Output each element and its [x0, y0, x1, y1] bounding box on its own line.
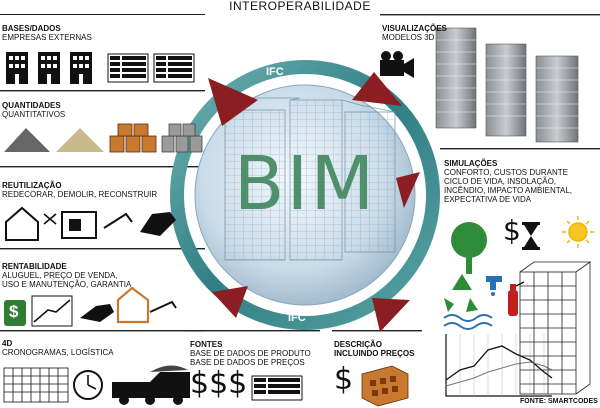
reuse-icons: [5, 206, 176, 241]
sun-icon: [562, 216, 594, 248]
calendar-grid-icon: [3, 367, 69, 403]
fontes-heading: FONTES: [190, 340, 223, 349]
building-icons: [6, 52, 92, 84]
brick-icon: [361, 365, 409, 407]
dump-truck-icon: [112, 365, 190, 405]
quantidades-heading: QUANTIDADES: [2, 101, 61, 110]
clock-icon: [73, 370, 103, 400]
lifecycle-chart: [445, 334, 553, 397]
descricao-heading-2: INCLUINDO PREÇOS: [334, 349, 415, 358]
bases-heading: BASES/DADOS: [2, 24, 61, 33]
video-camera-icon: [380, 51, 414, 78]
money-bag-dollar: $: [9, 302, 19, 321]
reutilizacao-sub: REDECORAR, DEMOLIR, RECONSTRUIR: [2, 190, 158, 199]
wireframe-buildings: [224, 97, 396, 261]
profit-icons: [4, 286, 177, 327]
cycle-arrows: [208, 72, 420, 332]
bim-globe: [170, 60, 440, 330]
4d-heading: 4D: [2, 339, 13, 348]
tree-icon: [451, 222, 487, 274]
fire-extinguisher-icon: [508, 281, 525, 316]
water-tap-icon: [486, 276, 502, 296]
descricao-heading-1: DESCRIÇÃO: [334, 340, 383, 349]
bim-label: BIM: [233, 141, 377, 227]
data-table-icons: [107, 53, 195, 83]
fontes-sub-2: BASE DE DADOS DE PREÇOS: [190, 358, 305, 367]
block-stack-icon: [161, 123, 203, 153]
bases-sub: EMPRESAS EXTERNAS: [2, 33, 92, 42]
rentabilidade-heading: RENTABILIDADE: [2, 262, 67, 271]
price-dollars: $$$: [190, 366, 248, 401]
brick-stack-icon: [109, 123, 157, 153]
reutilizacao-heading: REUTILIZAÇÃO: [2, 181, 62, 190]
simulation-icons: [443, 216, 594, 330]
fontes-sub-1: BASE DE DADOS DE PRODUTO: [190, 349, 311, 358]
descricao-dollar: $: [334, 362, 354, 397]
simulacoes-line-1: CONFORTO, CUSTOS DURANTE: [444, 168, 569, 177]
water-waves-icon: [443, 314, 493, 330]
simulacoes-heading: SIMULAÇÕES: [444, 159, 498, 168]
material-pile-icons: [4, 123, 203, 153]
simulacoes-line-4: EXPECTATIVA DE VIDA: [444, 195, 532, 204]
ifc-label-top: IFC: [266, 66, 284, 78]
title-rule-left: [0, 14, 205, 16]
ifc-label-bottom: IFC: [288, 312, 306, 324]
rentabilidade-sub-1: ALUGUEL, PREÇO DE VENDA,: [2, 271, 118, 280]
schedule-icons: [3, 365, 190, 405]
rentabilidade-sub-2: USO E MANUTENÇÃO, GARANTIA: [2, 280, 132, 289]
quantidades-sub: QUANTITATIVOS: [2, 110, 66, 119]
visualizacoes-heading: VISUALIZAÇÕES: [382, 24, 447, 33]
price-table-icon: [251, 375, 303, 401]
section-rules: [0, 14, 600, 332]
page-title: INTEROPERABILIDADE: [229, 0, 371, 13]
simulacoes-dollar: $: [503, 214, 521, 247]
recycle-icon: [444, 274, 478, 312]
visualizacoes-sub: MODELOS 3D: [382, 33, 435, 42]
simulacoes-line-3: INCÊNDIO, IMPACTO AMBIENTAL,: [444, 186, 573, 195]
3d-building-models: [435, 27, 579, 143]
structural-frame-building: [519, 261, 592, 395]
hourglass-icon: [522, 222, 540, 250]
4d-sub: CRONOGRAMAS, LOGÍSTICA: [2, 348, 114, 357]
source-credit: FONTE: SMARTCODES: [520, 398, 598, 405]
simulacoes-line-2: CICLO DE VIDA, INSOLAÇÃO,: [444, 177, 557, 186]
